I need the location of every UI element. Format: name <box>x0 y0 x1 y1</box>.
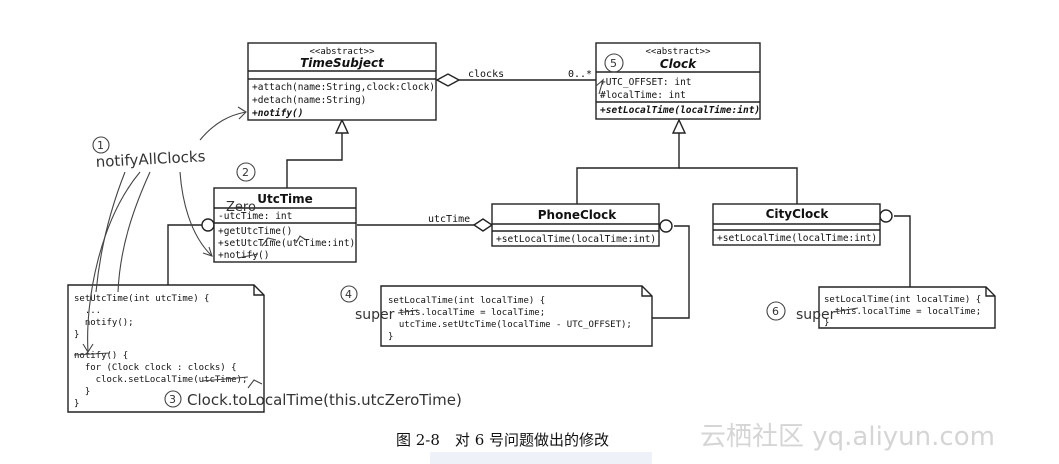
association-role-utctime: utcTime <box>428 214 470 225</box>
association-role-clocks: clocks <box>468 69 504 80</box>
phoneclock-op-setlocaltime: +setLocalTime(localTime:int) <box>496 234 656 245</box>
timesubject-stereotype: <<abstract>> <box>309 47 375 57</box>
timesubject-op-detach: +detach(name:String) <box>252 95 366 106</box>
figure-caption: 图 2-8 对 6 号问题做出的修改 <box>396 431 609 449</box>
cityclock-name: CityClock <box>766 207 830 221</box>
class-utctime: UtcTime -utcTime: int +getUtcTime() +set… <box>213 187 357 263</box>
note-link-phoneclock-end <box>659 219 673 233</box>
note-utctime-line-1: setUtcTime(int utcTime) { <box>74 294 209 304</box>
annotation-strike-utctime <box>201 376 249 382</box>
inheritance-utctime-timesubject <box>286 133 343 188</box>
annotation-marker-6 <box>766 301 786 321</box>
note-utctime-line-8: clock.setLocalTime(utcTime); <box>74 375 247 385</box>
annotation-mark-5 <box>595 78 605 95</box>
note-link-cityclock <box>894 215 911 287</box>
annotation-clock-tolocaltime: Clock.toLocalTime(this.utcZeroTime) <box>187 391 462 409</box>
note-utctime-line-2: ... <box>74 306 101 316</box>
annotation-marker-4 <box>340 285 358 303</box>
annotation-number-2: 2 <box>242 166 249 179</box>
annotation-arrowhead-timesubject <box>237 106 247 120</box>
note-utctime-line-7: for (Clock clock : clocks) { <box>74 363 237 373</box>
timesubject-op-notify: +notify() <box>252 108 303 119</box>
timesubject-op-attach: +attach(name:String,clock:Clock) <box>252 82 435 93</box>
annotation-strike-notify-note <box>73 352 111 356</box>
class-cityclock: CityClock +setLocalTime(localTime:int) <box>712 203 881 246</box>
timesubject-name: TimeSubject <box>300 56 385 70</box>
note-cityclock: setLocalTime(int localTime) { this.local… <box>818 286 996 329</box>
class-clock: <<abstract>> Clock +UTC_OFFSET: int #loc… <box>595 42 761 120</box>
note-utctime-line-3: notify(); <box>74 318 134 328</box>
annotation-arrow-to-note <box>87 171 141 353</box>
class-phoneclock: PhoneClock +setLocalTime(localTime:int) <box>491 203 660 247</box>
note-phoneclock-line-4: } <box>388 332 393 342</box>
annotation-super-phone: super <box>355 307 395 323</box>
clock-name: Clock <box>660 57 697 71</box>
annotation-arrowhead-utctime <box>202 246 213 257</box>
annotation-strike-this-phone <box>397 309 419 314</box>
annotation-number-5: 5 <box>610 57 617 70</box>
caption-underline <box>430 452 652 464</box>
note-link-cityclock-end <box>879 209 893 223</box>
clock-op-setlocaltime: +setLocalTime(localTime:int) <box>600 105 760 116</box>
clock-attr-utc-offset: +UTC_OFFSET: int <box>600 77 692 88</box>
note-link-utctime-end <box>201 218 215 232</box>
annotation-arrow-to-note-3 <box>117 171 151 293</box>
watermark: 云栖社区 yq.aliyun.com <box>700 422 995 452</box>
clock-stereotype: <<abstract>> <box>645 47 711 57</box>
annotation-number-4: 4 <box>345 288 352 301</box>
utctime-op-notify: +notify() <box>218 250 269 261</box>
annotation-marker-3 <box>164 390 182 408</box>
inheritance-arrowhead-timesubject <box>334 118 350 134</box>
note-utctime-line-10: } <box>74 399 79 409</box>
annotation-zero-caret-2 <box>295 235 307 244</box>
note-utctime-line-4: } <box>74 330 79 340</box>
annotation-number-6: 6 <box>772 305 779 318</box>
annotation-marker-5 <box>604 53 624 73</box>
annotation-strike-this-city <box>833 307 859 313</box>
utctime-op-setutctime: +setUtcTime(utcTime:int) <box>218 238 355 249</box>
note-phoneclock-line-1: setLocalTime(int localTime) { <box>388 296 545 306</box>
utctime-op-getutctime: +getUtcTime() <box>218 226 292 237</box>
association-multiplicity: 0..* <box>568 69 592 80</box>
annotation-number-3: 3 <box>169 393 176 406</box>
inheritance-arrowhead-clock <box>671 118 687 134</box>
annotation-arrow-to-timesubject <box>199 111 247 141</box>
annotation-marker-2 <box>236 162 256 182</box>
annotation-arrowhead-note <box>82 343 94 354</box>
association-utctime-diamond <box>472 218 494 232</box>
aggregation-clocks-diamond <box>435 73 461 87</box>
note-link-phoneclock <box>652 225 690 319</box>
annotation-zero-caret <box>261 237 277 247</box>
note-phoneclock: setLocalTime(int localTime) { this.local… <box>380 285 653 347</box>
annotation-super-city: super <box>796 307 836 323</box>
inheritance-phoneclock-clock <box>576 133 680 204</box>
phoneclock-name: PhoneClock <box>538 208 618 222</box>
annotation-number-1: 1 <box>97 139 104 152</box>
note-utctime-line-6: notify() { <box>74 351 128 361</box>
annotation-notify-all-clocks: notifyAllClocks <box>95 147 206 171</box>
annotation-strike-notify <box>237 253 259 259</box>
inheritance-cityclock-clock <box>679 167 798 204</box>
note-utctime-line-9: } <box>74 387 90 397</box>
note-phoneclock-line-3: utcTime.setUtcTime(localTime - UTC_OFFSE… <box>388 320 632 330</box>
note-link-utctime <box>167 224 209 286</box>
note-cityclock-line-3: } <box>824 318 829 328</box>
annotation-arrow-to-note-2 <box>95 171 126 293</box>
note-cityclock-line-1: setLocalTime(int localTime) { <box>824 295 981 305</box>
annotation-marker-1 <box>92 136 110 154</box>
utctime-attr-utctime: -utcTime: int <box>218 211 292 222</box>
clock-attr-localtime: #localTime: int <box>600 90 686 101</box>
note-phoneclock-line-2: this.localTime = localTime; <box>388 308 545 318</box>
annotation-caret-note <box>247 379 263 389</box>
cityclock-op-setlocaltime: +setLocalTime(localTime:int) <box>717 233 877 244</box>
utctime-name: UtcTime <box>257 192 313 206</box>
annotation-zero: Zero <box>226 200 256 215</box>
note-cityclock-line-2: this.localTime = localTime; <box>824 307 981 317</box>
class-timesubject: <<abstract>> TimeSubject +attach(name:St… <box>247 42 437 121</box>
annotation-arrow-to-utctime <box>179 171 213 257</box>
